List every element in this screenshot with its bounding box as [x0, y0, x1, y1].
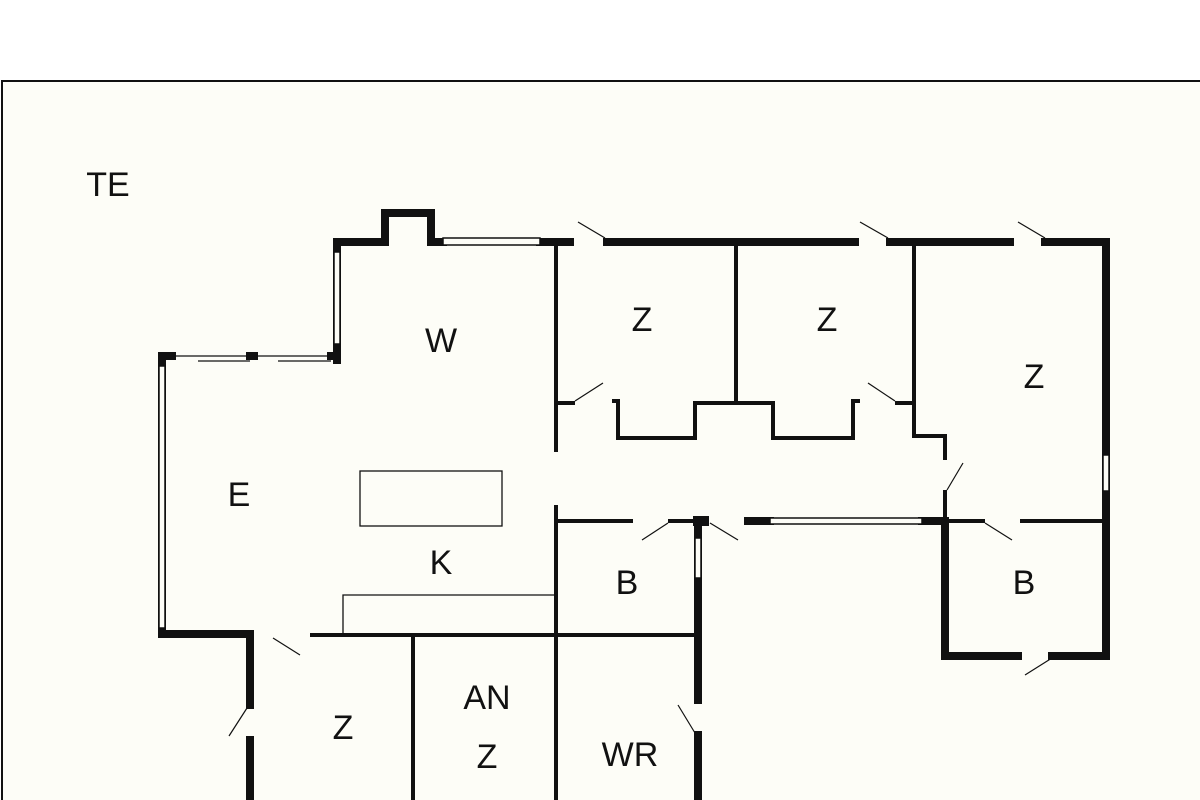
fixtures	[342, 470, 555, 634]
doors	[228, 221, 1053, 737]
room-label-annex: AN	[463, 679, 510, 717]
site-label: TE	[86, 166, 129, 204]
room-label-bathroom-2: B	[1013, 564, 1036, 602]
room-label-bathroom-1: B	[616, 564, 639, 602]
site-boundary	[1, 80, 1200, 800]
room-label-utility: WR	[602, 736, 659, 774]
interior-walls	[310, 242, 1106, 800]
room-label-bedroom-4: Z	[333, 709, 354, 747]
room-label-bedroom-2: Z	[817, 301, 838, 339]
room-label-bedroom-1: Z	[632, 301, 653, 339]
kitchen-counter	[342, 594, 555, 634]
room-label-annex-z: Z	[477, 738, 498, 776]
room-label-kitchen: K	[430, 544, 453, 582]
room-label-living: W	[425, 322, 457, 360]
room-label-bedroom-3: Z	[1024, 358, 1045, 396]
kitchen-island	[359, 470, 503, 527]
room-label-dining: E	[228, 476, 251, 514]
exterior-walls	[158, 209, 1110, 800]
room-labels: TE W E K Z Z Z B B Z AN Z WR	[86, 166, 1044, 776]
windows	[158, 237, 1110, 629]
